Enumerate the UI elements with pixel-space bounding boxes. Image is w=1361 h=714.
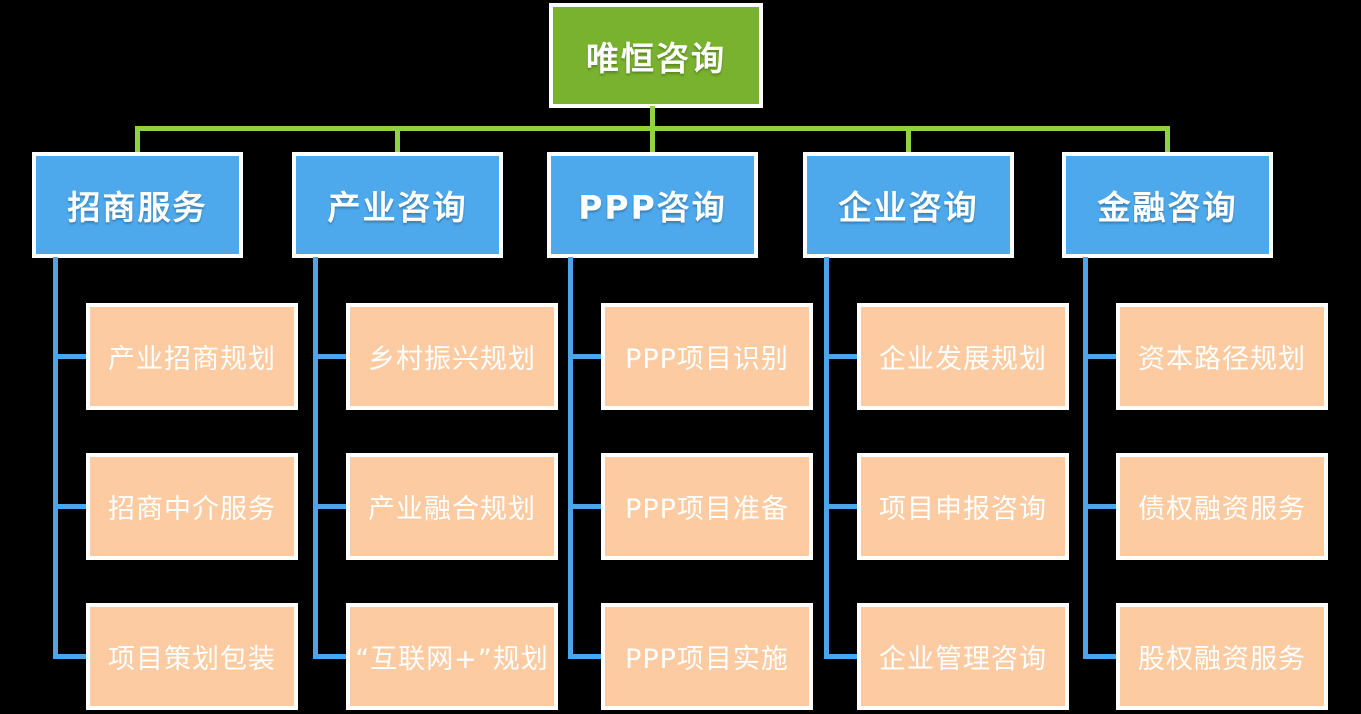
- leaf-node: 企业发展规划: [857, 303, 1069, 410]
- branch-node: 招商服务: [32, 152, 243, 258]
- connector-leaf-stub: [824, 654, 861, 659]
- leaf-node-label: 乡村振兴规划: [368, 344, 536, 375]
- leaf-node-label: “互联网+”规划: [355, 644, 549, 675]
- connector-leaf-stub: [53, 654, 90, 659]
- connector-leaf-stub: [1083, 654, 1120, 659]
- branch-column-1: 招商服务 产业招商规划 招商中介服务 项目策划包装: [32, 126, 302, 714]
- connector-root-stem: [650, 106, 655, 128]
- connector-leaf-stub: [313, 504, 350, 509]
- connector-leaf-stub: [824, 504, 861, 509]
- leaf-node: 项目申报咨询: [857, 453, 1069, 560]
- connector-branch-drop: [395, 126, 400, 153]
- root-node: 唯恒咨询: [549, 3, 763, 108]
- branch-node: 企业咨询: [803, 152, 1014, 258]
- leaf-node: 乡村振兴规划: [346, 303, 558, 410]
- connector-leaf-spine: [1083, 257, 1088, 659]
- leaf-node-label: 股权融资服务: [1138, 644, 1306, 675]
- leaf-node: PPP项目准备: [601, 453, 813, 560]
- leaf-node-label: PPP项目准备: [625, 494, 789, 525]
- branch-node-label: 企业咨询: [838, 188, 979, 227]
- branch-node-label: 产业咨询: [327, 188, 468, 227]
- branch-node: 产业咨询: [292, 152, 503, 258]
- connector-branch-drop: [906, 126, 911, 153]
- leaf-node: 招商中介服务: [86, 453, 298, 560]
- leaf-node-label: 招商中介服务: [108, 494, 276, 525]
- connector-leaf-stub: [313, 654, 350, 659]
- leaf-node-label: 企业发展规划: [879, 344, 1047, 375]
- leaf-node: 资本路径规划: [1116, 303, 1328, 410]
- branch-node-label: PPP咨询: [578, 188, 727, 227]
- leaf-node: “互联网+”规划: [346, 603, 558, 710]
- leaf-node: 企业管理咨询: [857, 603, 1069, 710]
- connector-leaf-stub: [1083, 354, 1120, 359]
- leaf-node: 债权融资服务: [1116, 453, 1328, 560]
- branch-node: 金融咨询: [1062, 152, 1273, 258]
- leaf-node-label: 债权融资服务: [1138, 494, 1306, 525]
- connector-leaf-stub: [568, 504, 605, 509]
- branch-node-label: 招商服务: [67, 188, 208, 227]
- leaf-node-label: 资本路径规划: [1138, 344, 1306, 375]
- branch-node-label: 金融咨询: [1097, 188, 1238, 227]
- connector-branch-drop: [650, 126, 655, 153]
- leaf-node: 产业招商规划: [86, 303, 298, 410]
- connector-branch-drop: [1165, 126, 1170, 153]
- connector-leaf-stub: [568, 654, 605, 659]
- connector-leaf-stub: [53, 354, 90, 359]
- connector-leaf-stub: [1083, 504, 1120, 509]
- leaf-node-label: 产业融合规划: [368, 494, 536, 525]
- connector-leaf-spine: [53, 257, 58, 659]
- branch-column-5: 金融咨询 资本路径规划 债权融资服务 股权融资服务: [1062, 126, 1332, 714]
- leaf-node: 股权融资服务: [1116, 603, 1328, 710]
- branch-column-3: PPP咨询 PPP项目识别 PPP项目准备 PPP项目实施: [547, 126, 817, 714]
- leaf-node-label: 项目策划包装: [108, 644, 276, 675]
- connector-leaf-spine: [568, 257, 573, 659]
- leaf-node-label: PPP项目识别: [625, 344, 789, 375]
- leaf-node-label: 企业管理咨询: [879, 644, 1047, 675]
- connector-leaf-stub: [313, 354, 350, 359]
- leaf-node-label: 项目申报咨询: [879, 494, 1047, 525]
- connector-leaf-spine: [313, 257, 318, 659]
- branch-node: PPP咨询: [547, 152, 758, 258]
- branch-column-4: 企业咨询 企业发展规划 项目申报咨询 企业管理咨询: [803, 126, 1073, 714]
- leaf-node: 产业融合规划: [346, 453, 558, 560]
- leaf-node-label: 产业招商规划: [108, 344, 276, 375]
- connector-leaf-spine: [824, 257, 829, 659]
- connector-branch-drop: [135, 126, 140, 153]
- leaf-node-label: PPP项目实施: [625, 644, 789, 675]
- root-node-label: 唯恒咨询: [586, 38, 726, 78]
- leaf-node: PPP项目实施: [601, 603, 813, 710]
- leaf-node: 项目策划包装: [86, 603, 298, 710]
- connector-leaf-stub: [53, 504, 90, 509]
- connector-leaf-stub: [824, 354, 861, 359]
- leaf-node: PPP项目识别: [601, 303, 813, 410]
- connector-leaf-stub: [568, 354, 605, 359]
- branch-column-2: 产业咨询 乡村振兴规划 产业融合规划 “互联网+”规划: [292, 126, 562, 714]
